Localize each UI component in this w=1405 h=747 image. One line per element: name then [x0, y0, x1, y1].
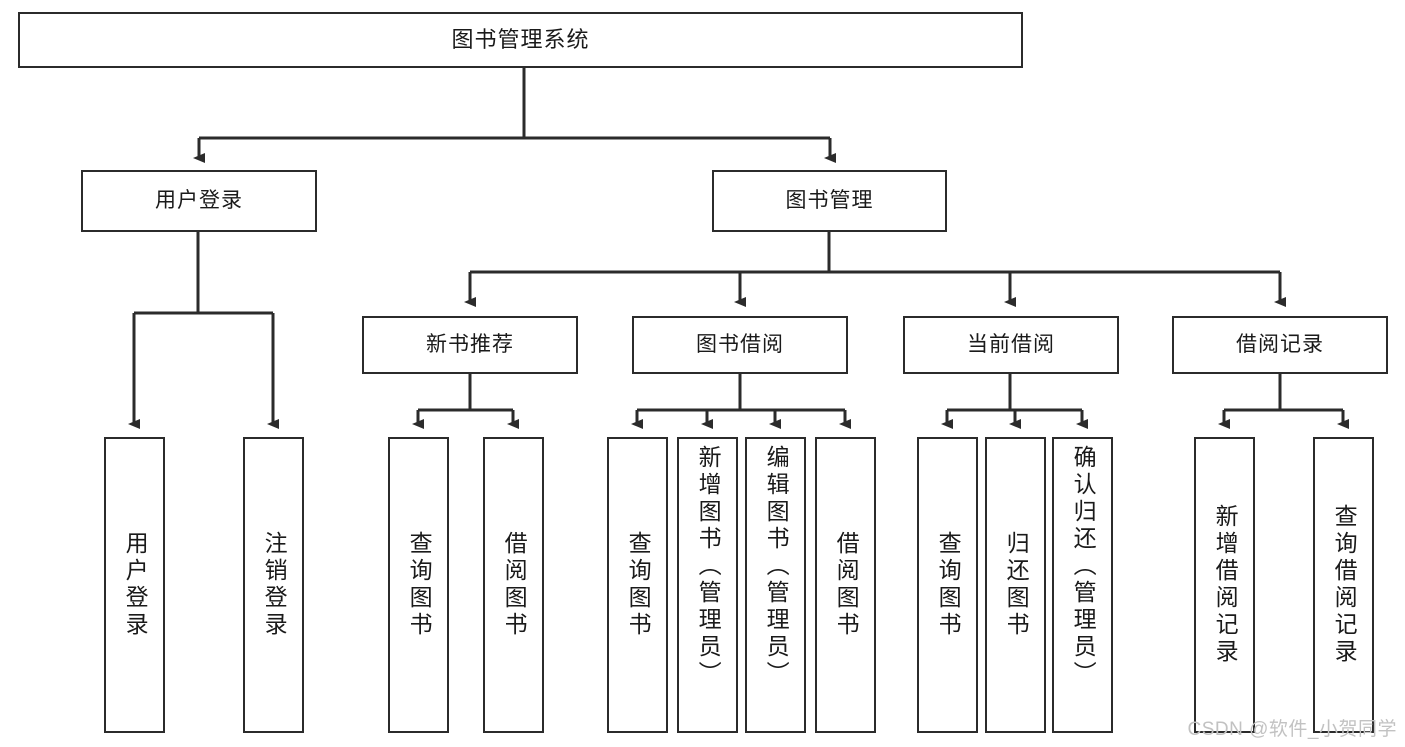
node-borrow-record[interactable]: 借阅记录 — [1172, 316, 1388, 374]
node-leaf-query-borrow-record[interactable]: 查询借阅记录 — [1313, 437, 1374, 733]
node-label: 编辑图书（管理员） — [763, 445, 790, 688]
node-label: 借阅图书 — [833, 531, 860, 639]
node-current-borrow[interactable]: 当前借阅 — [903, 316, 1119, 374]
node-label: 确认归还（管理员） — [1070, 445, 1097, 688]
node-label: 查询图书 — [935, 531, 962, 639]
node-label: 借阅图书 — [501, 531, 528, 639]
node-root-book-management-system[interactable]: 图书管理系统 — [18, 12, 1023, 68]
node-label: 查询图书 — [625, 531, 652, 639]
node-leaf-borrow-book-2[interactable]: 借阅图书 — [815, 437, 876, 733]
node-label: 当前借阅 — [967, 332, 1055, 356]
node-leaf-edit-book-admin[interactable]: 编辑图书（管理员） — [745, 437, 806, 733]
node-label: 归还图书 — [1003, 531, 1030, 639]
node-label: 用户登录 — [122, 531, 149, 639]
node-leaf-add-book-admin[interactable]: 新增图书（管理员） — [677, 437, 738, 733]
node-leaf-logout-login[interactable]: 注销登录 — [243, 437, 304, 733]
node-new-book-recommend[interactable]: 新书推荐 — [362, 316, 578, 374]
node-label: 新增借阅记录 — [1212, 504, 1239, 666]
csdn-watermark: CSDN @软件_小贺同学 — [1187, 719, 1397, 740]
node-label: 新增图书（管理员） — [695, 445, 722, 688]
node-leaf-add-borrow-record[interactable]: 新增借阅记录 — [1194, 437, 1255, 733]
node-leaf-user-login[interactable]: 用户登录 — [104, 437, 165, 733]
node-label: 图书管理系统 — [451, 27, 590, 53]
node-leaf-query-book-3[interactable]: 查询图书 — [917, 437, 978, 733]
node-label: 用户登录 — [155, 188, 243, 212]
node-book-borrow[interactable]: 图书借阅 — [632, 316, 848, 374]
node-label: 注销登录 — [261, 531, 288, 639]
node-leaf-query-book-2[interactable]: 查询图书 — [607, 437, 668, 733]
node-leaf-borrow-book-1[interactable]: 借阅图书 — [483, 437, 544, 733]
node-label: 图书管理 — [785, 188, 874, 212]
node-book-management[interactable]: 图书管理 — [712, 170, 947, 232]
node-leaf-query-book-1[interactable]: 查询图书 — [388, 437, 449, 733]
node-leaf-return-book[interactable]: 归还图书 — [985, 437, 1046, 733]
node-label: 查询借阅记录 — [1331, 504, 1358, 666]
node-label: 查询图书 — [406, 531, 433, 639]
node-user-login[interactable]: 用户登录 — [81, 170, 317, 232]
node-leaf-confirm-return-admin[interactable]: 确认归还（管理员） — [1052, 437, 1113, 733]
node-label: 借阅记录 — [1236, 332, 1324, 356]
node-label: 新书推荐 — [426, 332, 514, 356]
node-label: 图书借阅 — [696, 332, 784, 356]
